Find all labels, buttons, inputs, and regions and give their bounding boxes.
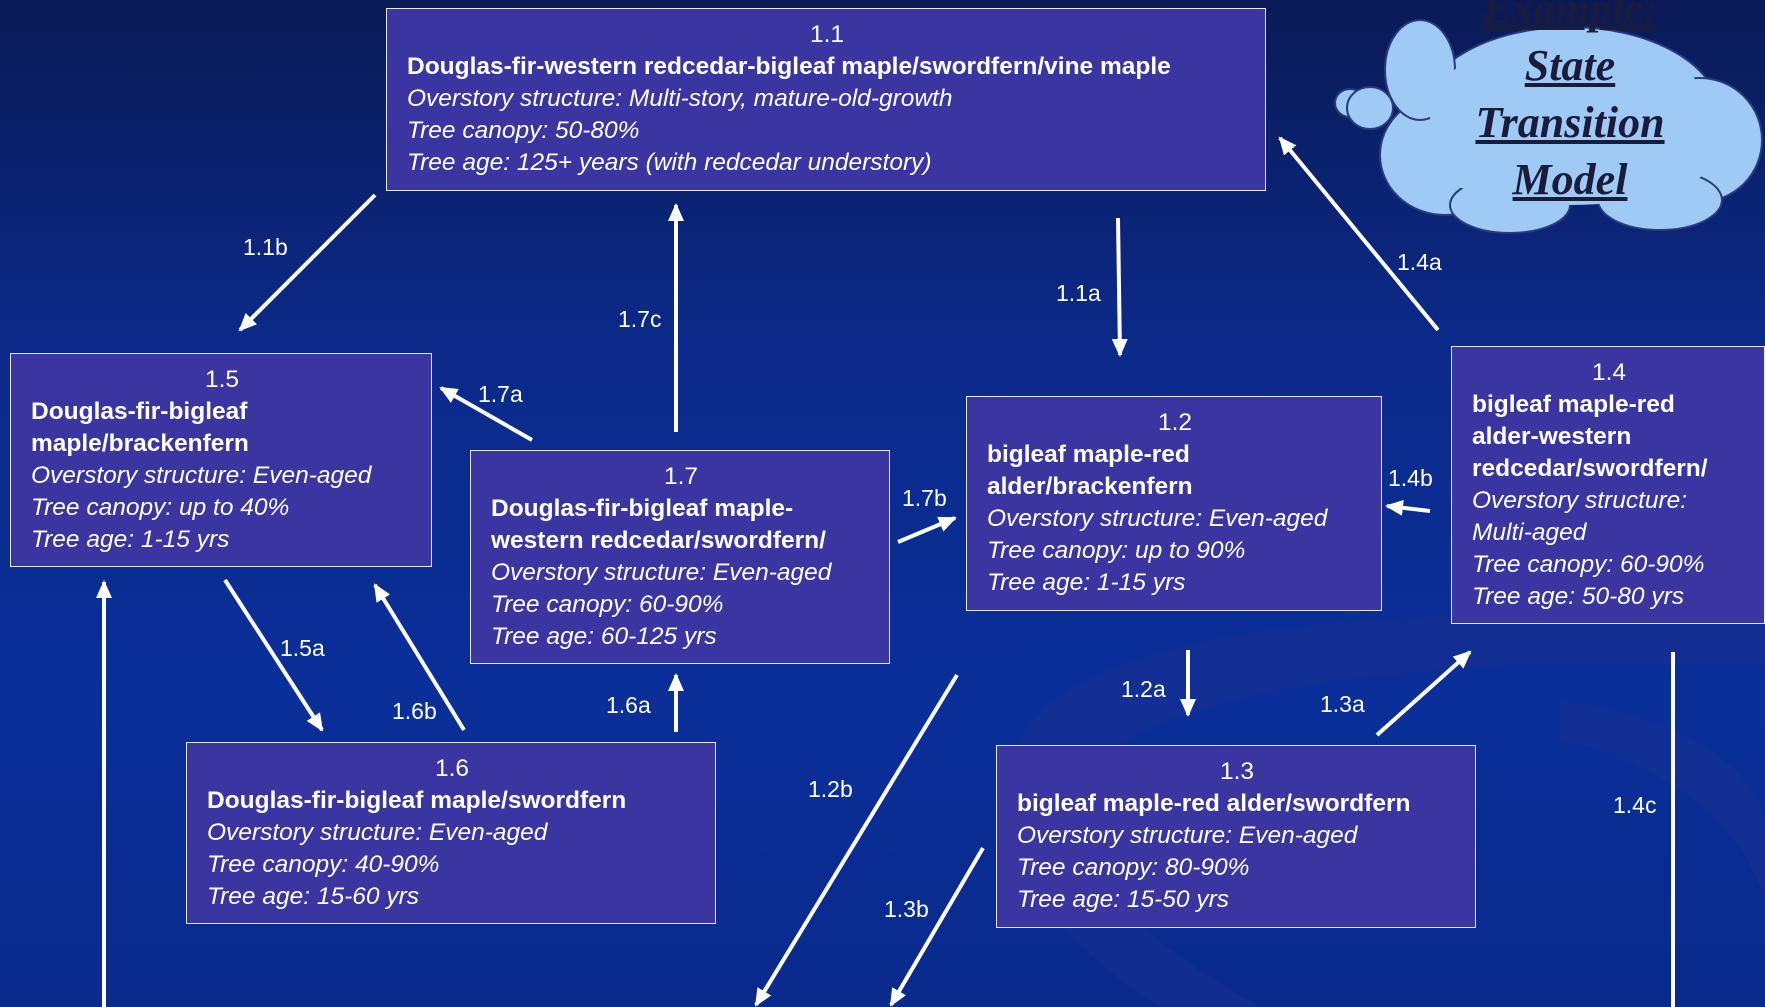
transition-label-1-6a: 1.6a bbox=[606, 692, 651, 718]
arrow-1-3a bbox=[1375, 650, 1472, 737]
state-name-line: western redcedar/swordfern/ bbox=[491, 527, 826, 554]
transition-label-1-2b: 1.2b bbox=[808, 776, 853, 802]
tree-canopy: Tree canopy: 50-80% bbox=[407, 117, 640, 144]
state-name: Douglas-fir-western redcedar-bigleaf map… bbox=[407, 53, 1171, 80]
arrow-1-1b bbox=[238, 193, 377, 332]
transition-label-1-2a: 1.2a bbox=[1121, 676, 1166, 702]
overstory-structure-line: Overstory structure: bbox=[1472, 487, 1688, 514]
transition-label-1-3a: 1.3a bbox=[1320, 691, 1365, 717]
arrow-1-5a bbox=[223, 578, 324, 732]
state-name-line: bigleaf maple-red bbox=[987, 441, 1190, 468]
state-1-1[interactable]: 1.1 Douglas-fir-western redcedar-bigleaf… bbox=[386, 8, 1266, 191]
arrow-1-2b bbox=[754, 673, 959, 1007]
tree-canopy: Tree canopy: 60-90% bbox=[491, 591, 724, 618]
state-1-7[interactable]: 1.7 Douglas-fir-bigleaf maple- western r… bbox=[470, 450, 890, 664]
state-number: 1.7 bbox=[663, 463, 699, 490]
overstory-structure: Overstory structure: Even-aged bbox=[491, 559, 832, 586]
tree-canopy: Tree canopy: up to 40% bbox=[31, 494, 290, 521]
transition-label-1-1a: 1.1a bbox=[1056, 280, 1101, 306]
state-name: Douglas-fir-bigleaf maple- western redce… bbox=[491, 493, 871, 557]
overstory-structure: Overstory structure: Multi-story, mature… bbox=[407, 85, 953, 112]
state-number: 1.1 bbox=[809, 21, 845, 48]
state-name-line: Douglas-fir-bigleaf bbox=[31, 398, 248, 425]
tree-age: Tree age: 50-80 yrs bbox=[1472, 583, 1684, 610]
state-number: 1.6 bbox=[434, 755, 470, 782]
state-name-line: alder/brackenfern bbox=[987, 473, 1193, 500]
arrow-1-6b bbox=[373, 583, 466, 732]
callout-text: Example: State Transition Model bbox=[1415, 0, 1725, 208]
callout-line: Model bbox=[1512, 155, 1628, 204]
transition-label-1-4a: 1.4a bbox=[1397, 249, 1442, 275]
arrow-1-4b bbox=[1385, 499, 1431, 516]
overstory-structure: Overstory structure: Even-aged bbox=[31, 462, 372, 489]
callout-line: State bbox=[1524, 41, 1616, 90]
state-name-line: redcedar/swordfern/ bbox=[1472, 455, 1708, 482]
callout-line: Example: bbox=[1482, 0, 1658, 33]
arrow-1-4a bbox=[1278, 136, 1440, 332]
tree-age: Tree age: 15-50 yrs bbox=[1017, 886, 1229, 913]
state-1-4[interactable]: 1.4 bigleaf maple-red alder-western redc… bbox=[1451, 346, 1765, 624]
state-name-line: maple/brackenfern bbox=[31, 430, 249, 457]
transition-label-1-7b: 1.7b bbox=[902, 485, 947, 511]
tree-age: Tree age: 15-60 yrs bbox=[207, 883, 419, 910]
transition-label-1-4b: 1.4b bbox=[1388, 465, 1433, 491]
state-name-line: alder-western bbox=[1472, 423, 1632, 450]
tree-canopy: Tree canopy: 60-90% bbox=[1472, 551, 1705, 578]
tree-canopy: Tree canopy: up to 90% bbox=[987, 537, 1246, 564]
arrow-1-1a bbox=[1111, 217, 1128, 357]
state-name: Douglas-fir-bigleaf maple/brackenfern bbox=[31, 396, 413, 460]
transition-label-1-3b: 1.3b bbox=[884, 896, 929, 922]
state-1-5[interactable]: 1.5 Douglas-fir-bigleaf maple/brackenfer… bbox=[10, 353, 432, 567]
state-name-line: bigleaf maple-red bbox=[1472, 391, 1675, 418]
arrow-1-7a bbox=[439, 386, 533, 442]
tree-canopy: Tree canopy: 80-90% bbox=[1017, 854, 1250, 881]
state-name-line: Douglas-fir-bigleaf maple- bbox=[491, 495, 794, 522]
arrow-1-3b bbox=[889, 846, 985, 1007]
state-1-6[interactable]: 1.6 Douglas-fir-bigleaf maple/swordfern … bbox=[186, 742, 716, 924]
tree-age: Tree age: 1-15 yrs bbox=[987, 569, 1186, 596]
state-number: 1.5 bbox=[204, 366, 240, 393]
state-1-2[interactable]: 1.2 bigleaf maple-red alder/brackenfern … bbox=[966, 396, 1382, 611]
overstory-structure-line: Multi-aged bbox=[1472, 519, 1587, 546]
overstory-structure: Overstory structure: Multi-aged bbox=[1472, 485, 1746, 549]
overstory-structure: Overstory structure: Even-aged bbox=[1017, 822, 1358, 849]
state-name: bigleaf maple-red alder/brackenfern bbox=[987, 439, 1363, 503]
callout-line: Transition bbox=[1475, 98, 1665, 147]
state-number: 1.4 bbox=[1591, 359, 1627, 386]
transition-label-1-7a: 1.7a bbox=[478, 381, 523, 407]
transition-label-1-4c: 1.4c bbox=[1613, 792, 1657, 818]
state-number: 1.3 bbox=[1219, 758, 1255, 785]
overstory-structure: Overstory structure: Even-aged bbox=[207, 819, 548, 846]
transition-label-1-5a: 1.5a bbox=[280, 635, 325, 661]
tree-age: Tree age: 125+ years (with redcedar unde… bbox=[407, 149, 932, 176]
transition-label-1-7c: 1.7c bbox=[618, 306, 662, 332]
state-name: bigleaf maple-red alder-western redcedar… bbox=[1472, 389, 1746, 485]
tree-age: Tree age: 60-125 yrs bbox=[491, 623, 717, 650]
overstory-structure: Overstory structure: Even-aged bbox=[987, 505, 1328, 532]
transition-label-1-1b: 1.1b bbox=[243, 234, 288, 260]
tree-canopy: Tree canopy: 40-90% bbox=[207, 851, 440, 878]
transition-label-1-6b: 1.6b bbox=[392, 698, 437, 724]
state-name: bigleaf maple-red alder/swordfern bbox=[1017, 790, 1411, 817]
state-number: 1.2 bbox=[1157, 409, 1193, 436]
tree-age: Tree age: 1-15 yrs bbox=[31, 526, 230, 553]
state-1-3[interactable]: 1.3 bigleaf maple-red alder/swordfern Ov… bbox=[996, 745, 1476, 928]
arrow-1-7b bbox=[897, 516, 957, 544]
state-name: Douglas-fir-bigleaf maple/swordfern bbox=[207, 787, 627, 814]
